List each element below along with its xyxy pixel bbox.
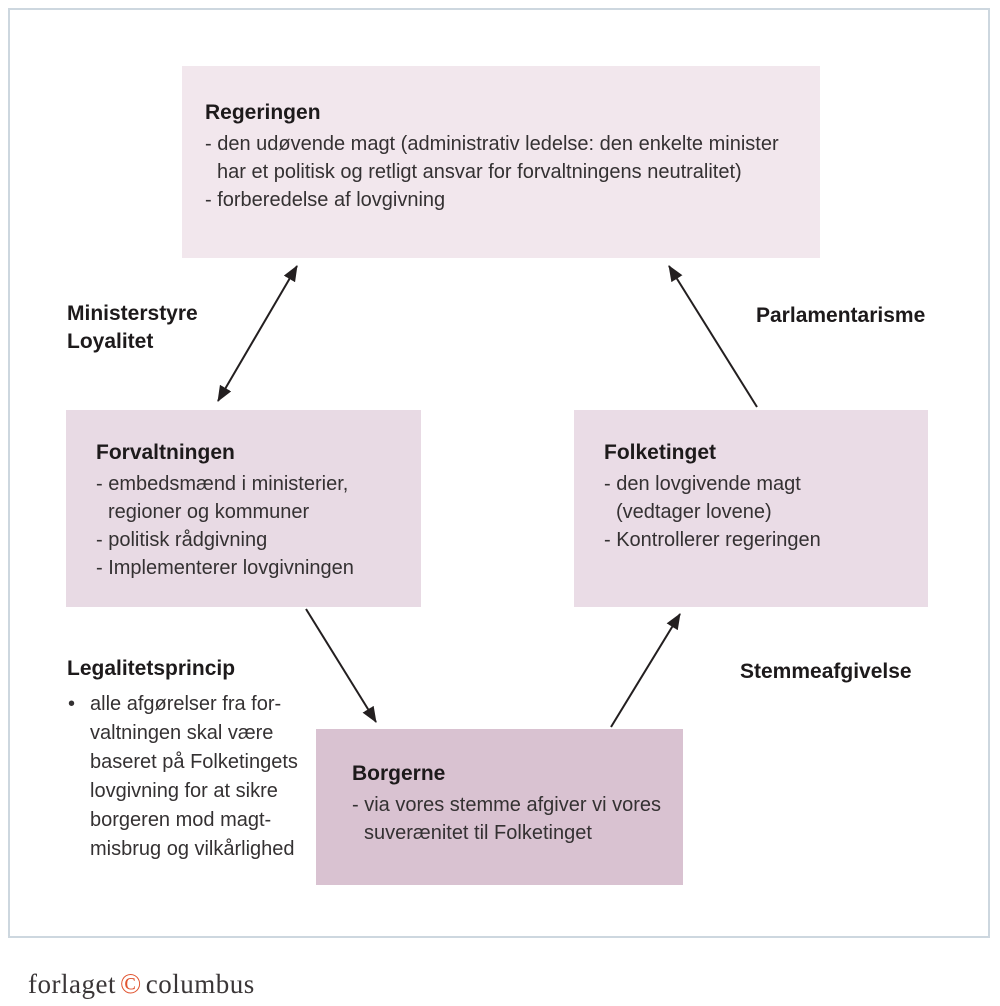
box-forvaltningen-line: - politisk rådgivning bbox=[96, 529, 268, 551]
box-regeringen-line: har et politisk og retligt ansvar for fo… bbox=[217, 161, 742, 183]
bullet-line: borgeren mod magt- bbox=[90, 809, 272, 831]
box-regeringen-title: Regeringen bbox=[205, 101, 321, 124]
box-regeringen-line: - forberedelse af lovgivning bbox=[205, 189, 446, 211]
box-forvaltningen: Forvaltningen - embedsmænd i ministerier… bbox=[66, 410, 421, 607]
bullet-line: alle afgørelser fra for- bbox=[90, 693, 282, 715]
label-ministerstyre-loyalitet: Ministerstyre Loyalitet bbox=[67, 300, 198, 356]
box-regeringen: Regeringen - den udøvende magt (administ… bbox=[182, 66, 820, 258]
label-parlamentarisme: Parlamentarisme bbox=[756, 304, 926, 327]
copyright-icon: © bbox=[119, 969, 142, 1000]
box-forvaltningen-line: - embedsmænd i ministerier, bbox=[96, 473, 349, 495]
box-folketinget-title: Folketinget bbox=[604, 441, 717, 464]
box-regeringen-line: - den udøvende magt (administrativ ledel… bbox=[205, 133, 779, 155]
label-stemmeafgivelse: Stemmeafgivelse bbox=[740, 660, 912, 683]
bullet-line: baseret på Folketingets bbox=[90, 751, 298, 773]
box-forvaltningen-line: regioner og kommuner bbox=[108, 501, 310, 523]
box-folketinget-line: (vedtager lovene) bbox=[616, 501, 772, 523]
publisher-footer: forlaget©columbus bbox=[28, 969, 255, 1001]
bullet-line: lovgivning for at sikre bbox=[90, 780, 278, 802]
publisher-name: columbus bbox=[145, 969, 255, 999]
box-borgerne-line: - via vores stemme afgiver vi vores bbox=[352, 794, 661, 816]
bullet-icon: • bbox=[68, 693, 76, 715]
box-folketinget-line: - Kontrollerer regeringen bbox=[604, 529, 821, 551]
label-legalitetsprincip: Legalitetsprincip bbox=[67, 657, 236, 680]
box-borgerne-line: suverænitet til Folketinget bbox=[364, 822, 592, 844]
box-forvaltningen-line: - Implementerer lovgivningen bbox=[96, 557, 354, 579]
bullet-line: misbrug og vilkårlighed bbox=[90, 838, 295, 860]
box-borgerne: Borgerne - via vores stemme afgiver vi v… bbox=[316, 729, 683, 885]
label-loyalitet: Loyalitet bbox=[67, 330, 154, 353]
bullet-line: valtningen skal være bbox=[90, 722, 274, 744]
label-ministerstyre: Ministerstyre bbox=[67, 302, 198, 325]
legalitetsprincip-bullet-list: • alle afgørelser fra for- valtningen sk… bbox=[68, 690, 308, 864]
box-folketinget-line: - den lovgivende magt bbox=[604, 473, 801, 495]
publisher-prefix: forlaget bbox=[28, 969, 116, 999]
box-forvaltningen-title: Forvaltningen bbox=[96, 441, 235, 464]
box-borgerne-title: Borgerne bbox=[352, 762, 446, 785]
box-folketinget: Folketinget - den lovgivende magt (vedta… bbox=[574, 410, 928, 607]
